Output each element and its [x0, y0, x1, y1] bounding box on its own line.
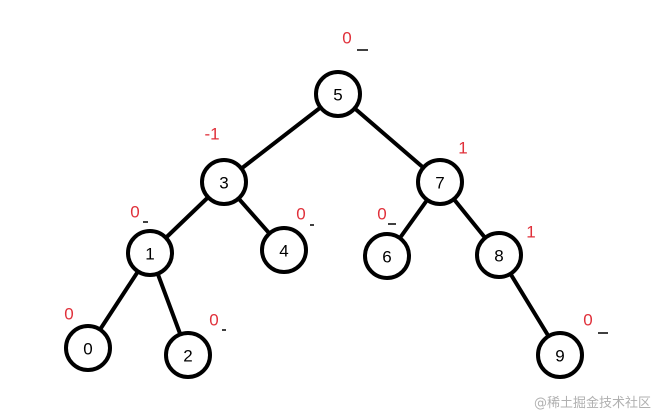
node-circle-4	[260, 226, 308, 274]
node-label-5: 5	[333, 86, 342, 105]
balance-factor-0: 0	[64, 305, 73, 324]
balance-factor-7: 1	[458, 139, 467, 158]
balance-factor-5: 0	[342, 29, 351, 48]
node-label-7: 7	[435, 174, 444, 193]
node-circle-5	[314, 70, 362, 118]
tree-node-6: 6	[363, 232, 411, 280]
node-label-2: 2	[183, 347, 192, 366]
tree-edges	[86, 92, 562, 357]
tree-node-8: 8	[475, 231, 523, 279]
watermark: @稀土掘金技术社区	[533, 396, 651, 411]
balance-factor-3: -1	[204, 125, 219, 144]
node-label-3: 3	[219, 174, 228, 193]
node-label-1: 1	[145, 245, 154, 264]
balance-factor-labels: 0 -1 1 0 0 0 1 0 0 0	[64, 29, 608, 334]
node-label-8: 8	[494, 247, 503, 266]
tree-node-4: 4	[260, 226, 308, 274]
edge-5-3	[222, 92, 340, 184]
node-circle-1	[126, 229, 174, 277]
node-label-9: 9	[555, 347, 564, 366]
balance-factor-2: 0	[209, 311, 218, 330]
node-label-6: 6	[382, 248, 391, 267]
balance-factor-8: 1	[526, 223, 535, 242]
balance-factor-6: 0	[377, 205, 386, 224]
balance-factor-4: 0	[296, 205, 305, 224]
node-label-4: 4	[279, 242, 288, 261]
balance-factor-1: 0	[130, 203, 139, 222]
node-circle-2	[164, 331, 212, 379]
tree-node-7: 7	[416, 158, 464, 206]
node-circle-0	[64, 324, 112, 372]
node-circle-9	[536, 331, 584, 379]
node-circle-3	[200, 158, 248, 206]
node-circle-8	[475, 231, 523, 279]
tree-node-9: 9	[536, 331, 584, 379]
node-circle-6	[363, 232, 411, 280]
node-label-0: 0	[83, 340, 92, 359]
tree-node-5: 5	[314, 70, 362, 118]
node-circle-7	[416, 158, 464, 206]
tree-node-3: 3	[200, 158, 248, 206]
tree-node-0: 0	[64, 324, 112, 372]
tree-node-1: 1	[126, 229, 174, 277]
tree-node-2: 2	[164, 331, 212, 379]
balance-factor-9: 0	[583, 311, 592, 330]
